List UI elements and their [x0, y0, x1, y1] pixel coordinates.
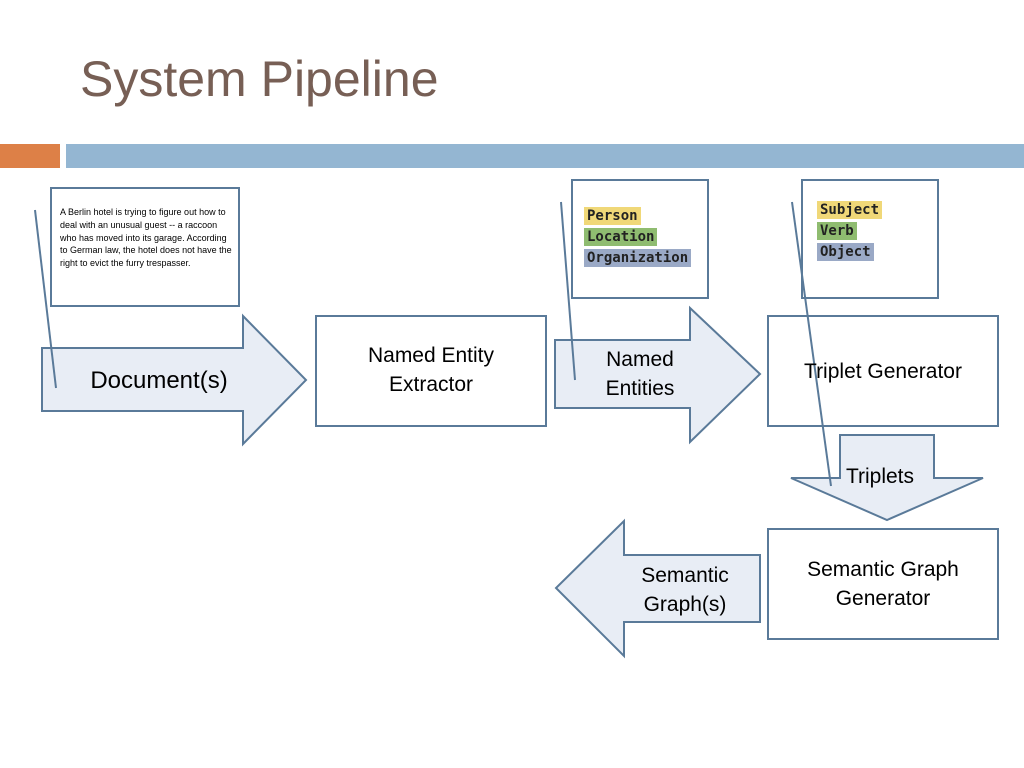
title-divider-bar: [66, 144, 1024, 168]
semantic-graph-generator-label: Semantic Graph Generator: [807, 557, 959, 610]
legend-location: Location: [584, 228, 658, 246]
triplets-label: Triplets: [845, 465, 915, 489]
legend-object: Object: [817, 243, 874, 261]
documents-arrow: [41, 313, 308, 447]
entity-callout-pointer: [560, 201, 576, 381]
document-callout-box: [50, 187, 240, 307]
named-entities-arrow: [554, 305, 762, 445]
semantic-graph-generator-box: [767, 528, 999, 640]
triplet-legend: Subject Verb Object: [817, 201, 883, 261]
documents-label: Document(s): [90, 367, 228, 395]
triplet-generator-label: Triplet Generator: [804, 360, 962, 384]
slide-title: System Pipeline: [80, 51, 439, 107]
triplet-callout-pointer: [791, 201, 832, 487]
semantic-graphs-arrow: [554, 518, 761, 659]
ner-label: Named Entity Extractor: [367, 343, 495, 396]
triplets-arrow: [790, 434, 984, 522]
legend-subject: Subject: [817, 201, 883, 219]
entity-legend: Person Location Organization: [584, 207, 692, 267]
ner-box: [315, 315, 547, 427]
named-entities-label: Named Entities: [605, 347, 675, 400]
title-accent-bar: [0, 144, 60, 168]
semantic-graphs-label: Semantic Graph(s): [641, 563, 729, 616]
legend-person: Person: [584, 207, 641, 225]
legend-organization: Organization: [584, 249, 692, 267]
legend-verb: Verb: [817, 222, 857, 240]
document-snippet: A Berlin hotel is trying to figure out h…: [60, 207, 232, 269]
triplet-generator-box: [767, 315, 999, 427]
document-callout-pointer: [34, 209, 57, 389]
